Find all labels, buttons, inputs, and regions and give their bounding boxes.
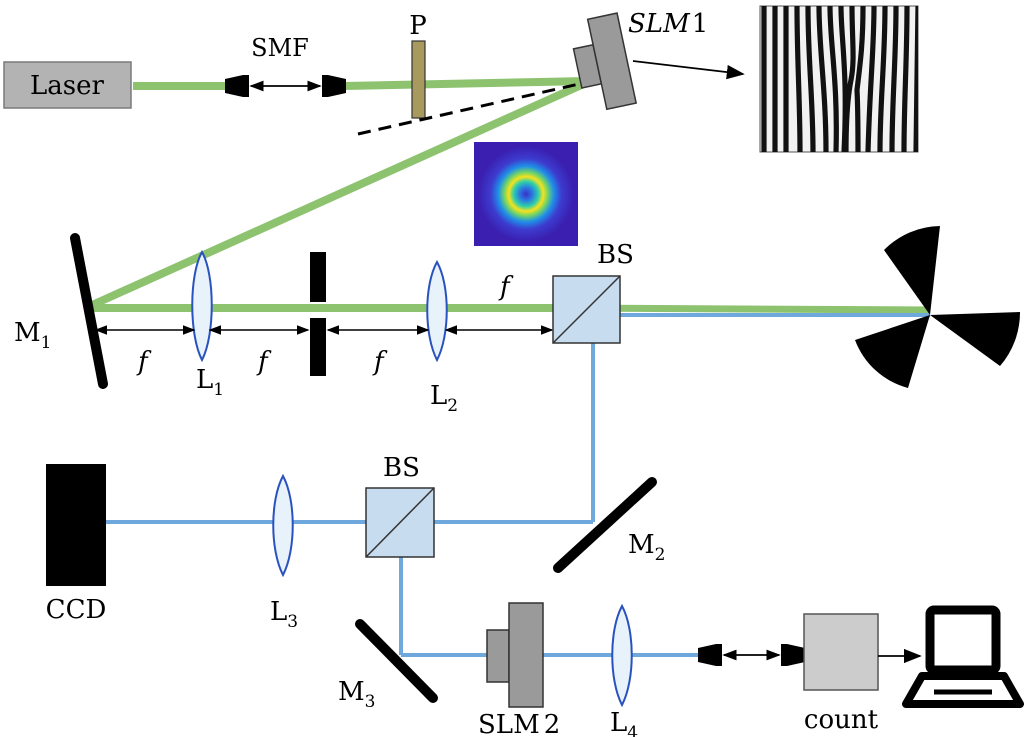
beam-dump	[855, 226, 1021, 388]
m3-label: M3	[338, 677, 375, 712]
focal-label-3: f	[372, 347, 388, 377]
lens-l2	[426, 259, 448, 363]
l3-label: L3	[270, 597, 298, 632]
focal-label-4: f	[498, 272, 514, 302]
slm2	[486, 602, 544, 708]
lens-l4	[611, 603, 633, 708]
mirror-m1	[70, 233, 108, 389]
slm1	[572, 12, 638, 111]
ccd-label: CCD	[46, 595, 107, 625]
computer-icon	[902, 605, 1024, 708]
l1-label: L1	[196, 365, 224, 400]
m1-label: M1	[14, 318, 51, 353]
zero-order-dashed	[357, 80, 589, 136]
laser-box	[3, 61, 132, 109]
l2-label: L2	[430, 381, 458, 416]
fork-hologram	[759, 5, 919, 153]
beam-splitter-top	[552, 275, 621, 344]
ccd-camera	[46, 464, 106, 586]
laser-label: Laser	[30, 71, 104, 101]
mirror-m3	[355, 619, 438, 703]
smf-coupler-right	[322, 75, 346, 97]
smf-label: SMF	[251, 34, 309, 62]
fiber-coupler-right	[781, 644, 805, 666]
bs-top-label: BS	[597, 240, 634, 270]
counter-box	[803, 613, 879, 691]
slm1-label: SLM1	[628, 9, 708, 39]
smf-coupler-left	[225, 75, 249, 97]
polarizer-label: P	[409, 11, 427, 41]
aperture-upper	[310, 252, 326, 302]
fiber-coupler-left	[698, 644, 722, 666]
lens-l1	[191, 249, 213, 363]
aperture-lower	[310, 318, 326, 376]
polarizer	[411, 40, 426, 119]
focal-label-2: f	[256, 347, 272, 377]
bs-bottom-label: BS	[383, 453, 420, 483]
hologram-arrow	[632, 60, 745, 80]
donut-beam-profile	[474, 142, 578, 246]
lens-l3	[272, 473, 294, 578]
green-beam-to-slm1	[344, 77, 589, 90]
focal-label-1: f	[136, 347, 152, 377]
beam-splitter-bottom	[365, 487, 435, 558]
mirror-m2	[553, 477, 657, 573]
green-beam-to-m1	[88, 78, 590, 310]
m2-label: M2	[628, 530, 665, 565]
count-label: count	[804, 705, 879, 735]
l4-label: L4	[610, 708, 638, 737]
